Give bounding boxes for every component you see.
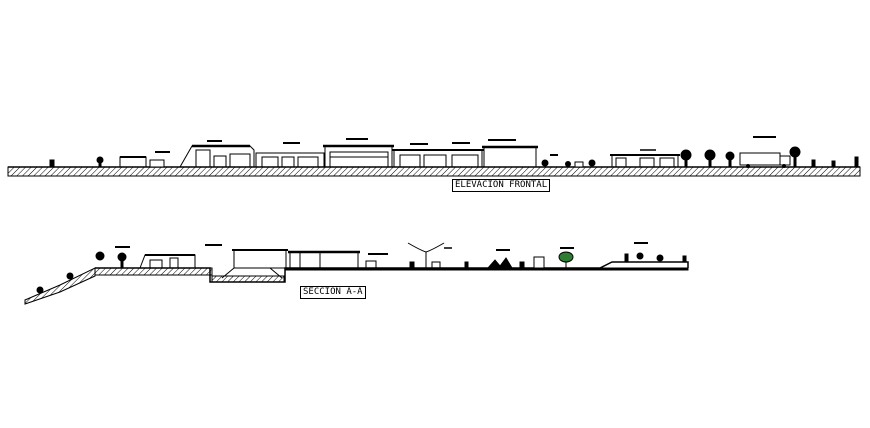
section-mid-vegetation: [464, 249, 545, 269]
elevation-pavilion: [610, 149, 680, 168]
section-ground-band: [94, 267, 213, 276]
elevation-building-main: [323, 138, 394, 168]
elevation-small-shed: [119, 156, 147, 168]
section-left-vegetation: [36, 246, 130, 294]
section-basement-band: [211, 275, 285, 283]
section-sunken-building: [221, 249, 288, 279]
elevation-title-label: ELEVACION FRONTAL: [452, 179, 551, 192]
section-right-vegetation: [624, 242, 687, 263]
elevation-building-central: [255, 142, 325, 168]
section-umbrella-structure: [407, 242, 452, 269]
elevation-left-vegetation: [49, 156, 104, 168]
elevation-building-west: [179, 140, 255, 168]
elevation-vehicle: [149, 159, 165, 168]
elevation-ground-band: [7, 166, 861, 177]
elevation-right-trees: [680, 149, 735, 168]
front-elevation: [7, 136, 861, 177]
elevation-truck: [739, 136, 791, 168]
section-terrain-slope: [24, 267, 96, 305]
section-title-label: SECCION A-A: [300, 286, 366, 299]
elevation-far-right-vegetation: [789, 146, 859, 168]
elevation-building-east: [392, 142, 484, 168]
elevation-building-far-east: [482, 139, 558, 168]
section-a-a: [24, 242, 689, 305]
section-ground-band-east: [284, 267, 689, 271]
elevation-mid-vegetation: [541, 159, 596, 168]
section-green-tree: [558, 247, 574, 268]
section-main-building: [288, 250, 388, 269]
section-shelter: [139, 244, 222, 269]
